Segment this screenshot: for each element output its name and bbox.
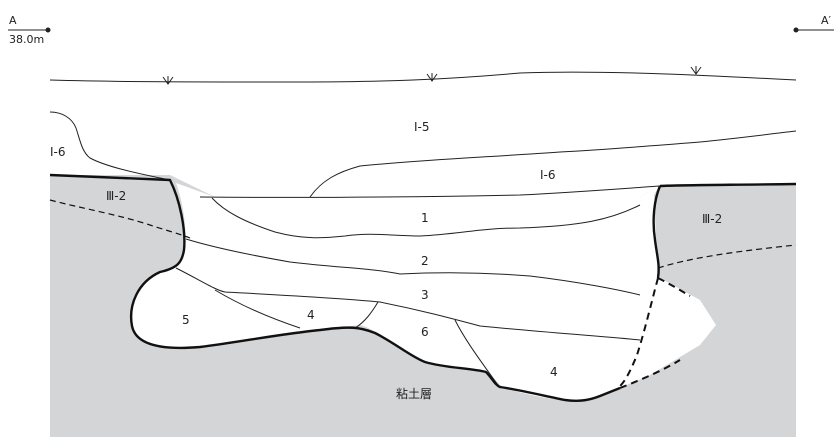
label-fill-4-right: 4	[550, 365, 558, 379]
layer-6-right	[454, 319, 501, 389]
dashed-boundary-right	[657, 244, 797, 269]
label-layer-III2-left: Ⅲ-2	[106, 189, 126, 203]
surface-line	[49, 71, 797, 83]
label-fill-2: 2	[421, 254, 429, 268]
label-fill-1: 1	[421, 211, 429, 225]
label-fill-4-left: 4	[307, 308, 315, 322]
dashed-boundary-left	[49, 199, 191, 239]
section-marker-dot-A-prime	[793, 27, 799, 33]
layer-4-left-top	[214, 289, 301, 329]
pit-outline-bottom	[499, 385, 621, 402]
pit-outline-right	[659, 182, 797, 188]
section-end-label: A′	[821, 14, 832, 27]
label-layer-I5: Ⅰ-5	[414, 120, 430, 134]
label-fill-3: 3	[421, 288, 429, 302]
surface-marker-3	[690, 66, 702, 75]
layer-2-base	[185, 238, 641, 296]
elevation-label: 38.0m	[9, 33, 44, 46]
layer-I6-left-boundary	[49, 111, 171, 181]
label-fill-5: 5	[182, 313, 190, 327]
layer-I5-I6-boundary	[309, 130, 797, 198]
dashed-pit-right-lower	[619, 359, 681, 389]
label-layer-I6-left: Ⅰ-6	[50, 145, 66, 159]
dashed-pit-top-right	[657, 277, 691, 297]
pit-fill	[132, 183, 717, 402]
section-start-label: A	[9, 14, 17, 27]
layer-1-base	[211, 197, 641, 239]
dashed-pit-wall	[617, 277, 659, 389]
label-fill-6: 6	[421, 325, 429, 339]
layer-4-left-right	[354, 301, 379, 329]
surface-marker-1	[162, 76, 174, 85]
label-clay-layer: 粘土層	[396, 386, 432, 401]
surface-marker-2	[426, 73, 438, 82]
pit-outline-left	[49, 173, 501, 389]
layer-3-base	[175, 267, 641, 341]
label-layer-III2-right: Ⅲ-2	[702, 212, 722, 226]
section-marker-dot-A	[45, 27, 51, 33]
layer-I6-base	[199, 185, 661, 198]
label-layer-I6-mid: Ⅰ-6	[540, 168, 556, 182]
